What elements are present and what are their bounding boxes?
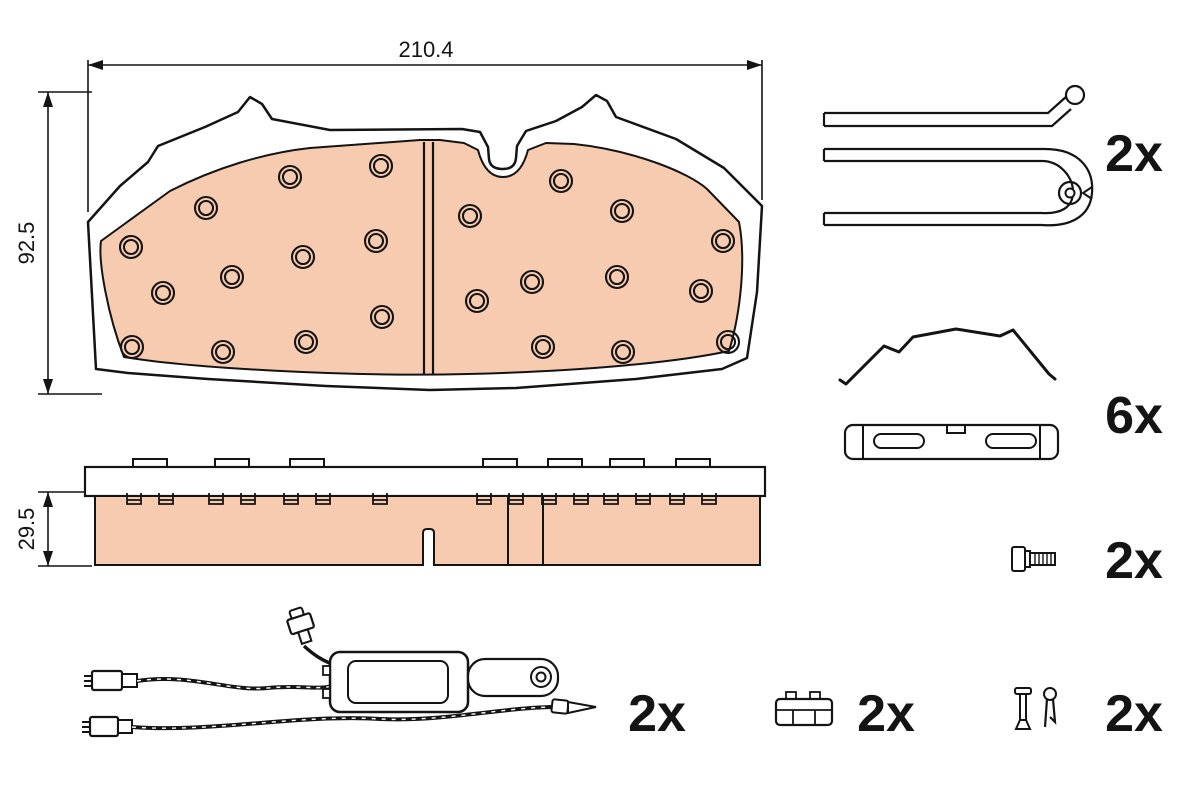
sensor-cable-a xyxy=(136,677,333,691)
retainer-clip-body xyxy=(774,697,834,727)
bolt-head xyxy=(1011,546,1026,572)
side-center-slot xyxy=(422,528,435,566)
rivet-holes xyxy=(118,153,741,365)
side-segment-lines xyxy=(507,497,544,564)
sensor-connector-b xyxy=(88,715,120,738)
side-retaining-lugs xyxy=(126,493,717,505)
pad-front-view xyxy=(86,93,764,392)
accessory-spring-clips: 6x xyxy=(838,327,1163,461)
accessory-retainer-clip: 2x xyxy=(774,685,915,743)
spring-clip-wire xyxy=(838,327,1057,386)
spring-clip-bracket xyxy=(843,423,1060,461)
accessory-sensor-cables: 2x xyxy=(82,606,686,743)
sensor-top-connector xyxy=(286,606,315,646)
dimension-thickness-label: 29.5 xyxy=(14,508,39,551)
sensor-connector-a xyxy=(90,669,124,692)
wear-plate-ball-end xyxy=(1064,84,1086,106)
accessory-bolt: 2x xyxy=(1011,532,1163,590)
pad-side-view xyxy=(83,458,767,566)
side-view-tabs xyxy=(132,458,711,469)
dimension-thickness: 29.5 xyxy=(14,491,92,567)
retainer-clip-qty-label: 2x xyxy=(857,685,915,743)
dimension-height-label: 92.5 xyxy=(14,222,39,265)
bolt-qty-label: 2x xyxy=(1105,532,1163,590)
accessory-pins: 2x xyxy=(1014,685,1163,743)
dimension-height: 92.5 xyxy=(14,91,102,395)
wear-plate-eyelet xyxy=(1057,180,1083,206)
cotter-pin-head xyxy=(1043,687,1057,701)
side-backing-plate xyxy=(83,465,767,498)
dimension-width-label: 210.4 xyxy=(398,37,453,62)
sensor-probe-tip xyxy=(567,700,597,715)
dimension-width: 210.4 xyxy=(87,37,763,212)
center-groove xyxy=(422,142,435,374)
accessory-wear-plates: 2x xyxy=(822,84,1163,227)
pins-qty-label: 2x xyxy=(1105,685,1163,743)
sensor-cables-qty-label: 2x xyxy=(628,685,686,743)
spring-clips-qty-label: 6x xyxy=(1105,387,1163,445)
wear-plates-qty-label: 2x xyxy=(1105,125,1163,183)
friction-material xyxy=(99,139,744,376)
